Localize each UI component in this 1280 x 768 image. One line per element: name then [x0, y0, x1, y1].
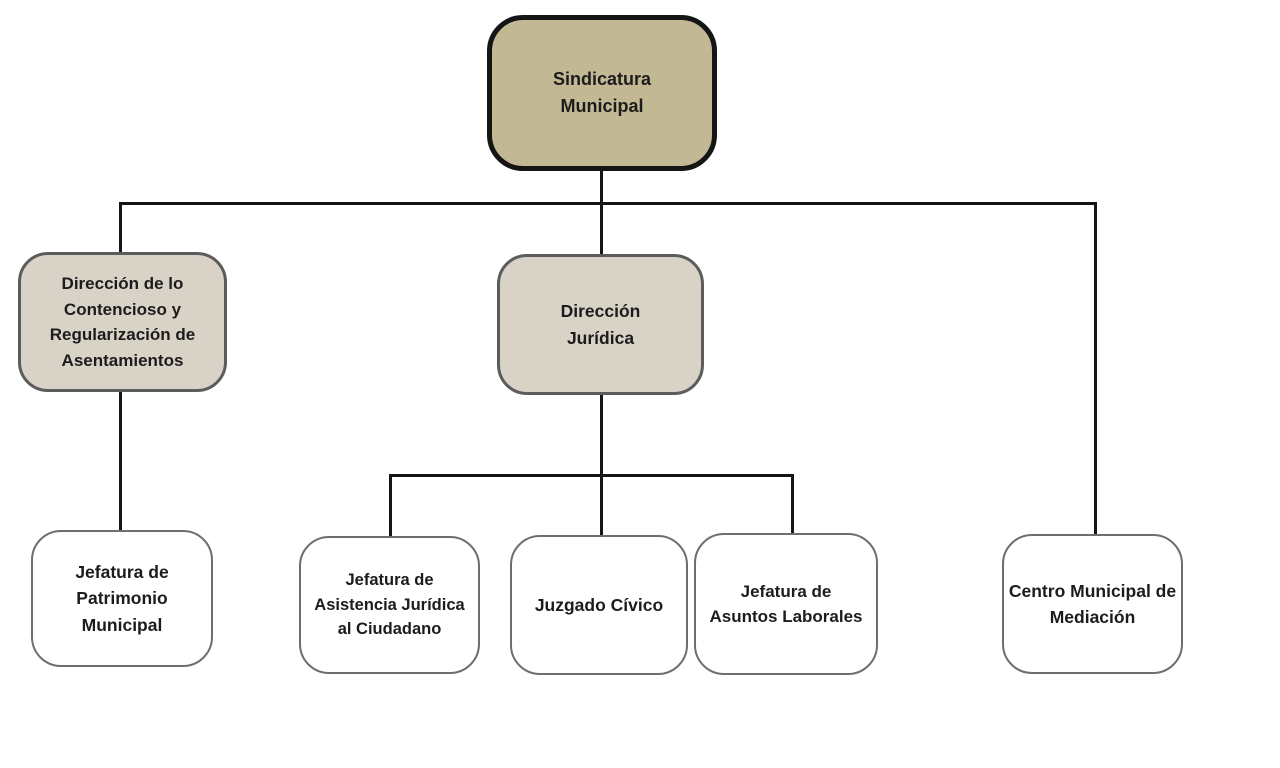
org-node-direccion-contencioso: Dirección de lo Contencioso y Regulariza…: [18, 252, 227, 392]
org-node-label: Jefatura de Patrimonio Municipal: [75, 562, 169, 635]
connector-drop-laborales: [791, 474, 794, 544]
org-node-label: Dirección de lo Contencioso y Regulariza…: [49, 274, 196, 370]
org-node-jefatura-asistencia-juridica: Jefatura de Asistencia Jurídica al Ciuda…: [299, 536, 480, 674]
org-node-label: Sindicatura Municipal: [552, 69, 652, 116]
connector-main-horizontal: [119, 202, 1097, 205]
org-node-centro-mediacion: Centro Municipal de Mediación: [1002, 534, 1183, 674]
connector-drop-asistencia: [389, 474, 392, 540]
org-node-jefatura-asuntos-laborales: Jefatura de Asuntos Laborales: [694, 533, 878, 675]
connector-drop-mediacion: [1094, 202, 1097, 538]
connector-drop-contencioso: [119, 202, 122, 258]
org-node-juzgado-civico: Juzgado Cívico: [510, 535, 688, 675]
org-node-label: Juzgado Cívico: [534, 594, 664, 615]
org-node-label: Dirección Jurídica: [560, 301, 641, 348]
org-node-label: Jefatura de Asuntos Laborales: [709, 581, 863, 627]
org-node-direccion-juridica: Dirección Jurídica: [497, 254, 704, 395]
org-node-label: Jefatura de Asistencia Jurídica al Ciuda…: [314, 570, 465, 639]
org-node-sindicatura-municipal: Sindicatura Municipal: [487, 15, 717, 171]
connector-contencioso-to-patrimonio: [119, 390, 122, 534]
connector-sindicatura-to-juridica: [600, 168, 603, 258]
org-node-label: Centro Municipal de Mediación: [1008, 580, 1177, 627]
connector-sub-horizontal: [389, 474, 794, 477]
connector-juridica-to-juzgado: [600, 393, 603, 539]
org-node-jefatura-patrimonio: Jefatura de Patrimonio Municipal: [31, 530, 213, 667]
